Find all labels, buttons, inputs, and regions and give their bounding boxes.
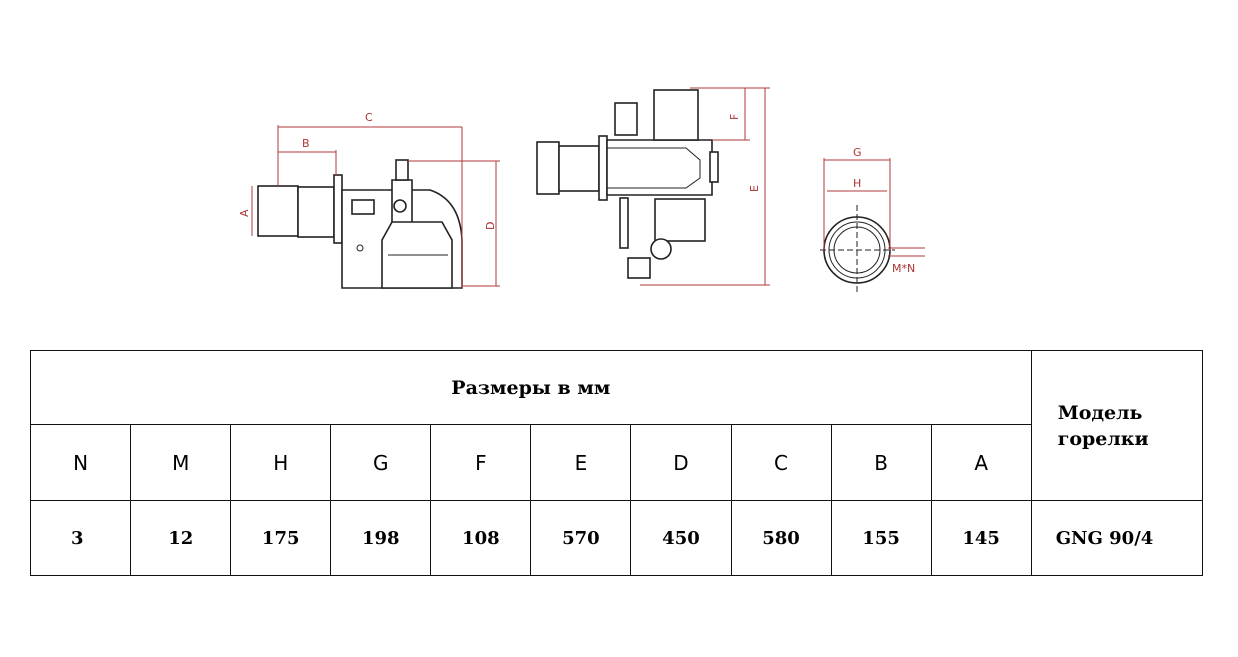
front-view — [536, 89, 719, 279]
dim-label-h: H — [853, 177, 861, 190]
dim-label-mn: M*N — [892, 262, 915, 275]
dim-label-d: D — [484, 222, 497, 230]
column-header: A — [930, 424, 1032, 501]
column-header: N — [29, 424, 132, 501]
column-header: G — [330, 424, 432, 501]
column-header: C — [730, 424, 832, 501]
dimensions-table: Размеры в мм Модель горелки N M H G F E … — [29, 350, 1204, 576]
table-cell: 175 — [230, 500, 332, 576]
dim-label-c: C — [365, 111, 373, 124]
table-cell: 3 — [29, 500, 132, 576]
table-cell: 580 — [730, 500, 832, 576]
dim-label-b: B — [302, 137, 310, 150]
flange-view — [820, 205, 895, 292]
dimension-lines — [251, 87, 925, 288]
dimension-labels: C B A D F E G H M*N — [238, 111, 915, 275]
table-row: 3 12 175 198 108 570 450 580 155 145 GNG… — [29, 500, 1204, 576]
burner-dimension-drawing: C B A D F E G H M*N — [238, 87, 925, 292]
column-header-row: N M H G F E D C B A — [29, 424, 1203, 501]
model-cell: GNG 90/4 — [1030, 500, 1204, 576]
table-cell: 155 — [830, 500, 932, 576]
column-header: B — [830, 424, 932, 501]
column-header: H — [230, 424, 332, 501]
table-cell: 450 — [630, 500, 732, 576]
column-header: M — [130, 424, 232, 501]
side-view — [257, 159, 463, 289]
column-header: D — [630, 424, 732, 501]
dim-label-a: A — [238, 209, 251, 217]
dim-label-g: G — [853, 146, 862, 159]
table-cell: 12 — [130, 500, 232, 576]
table-title: Размеры в мм — [30, 350, 1032, 425]
table-cell: 145 — [930, 500, 1032, 576]
dim-label-e: E — [748, 185, 761, 192]
dim-label-f: F — [728, 114, 741, 120]
column-header: F — [430, 424, 532, 501]
column-header: E — [530, 424, 632, 501]
table-cell: 570 — [530, 500, 632, 576]
table-cell: 108 — [430, 500, 532, 576]
table-cell: 198 — [330, 500, 432, 576]
model-header: Модель горелки — [1030, 350, 1204, 501]
